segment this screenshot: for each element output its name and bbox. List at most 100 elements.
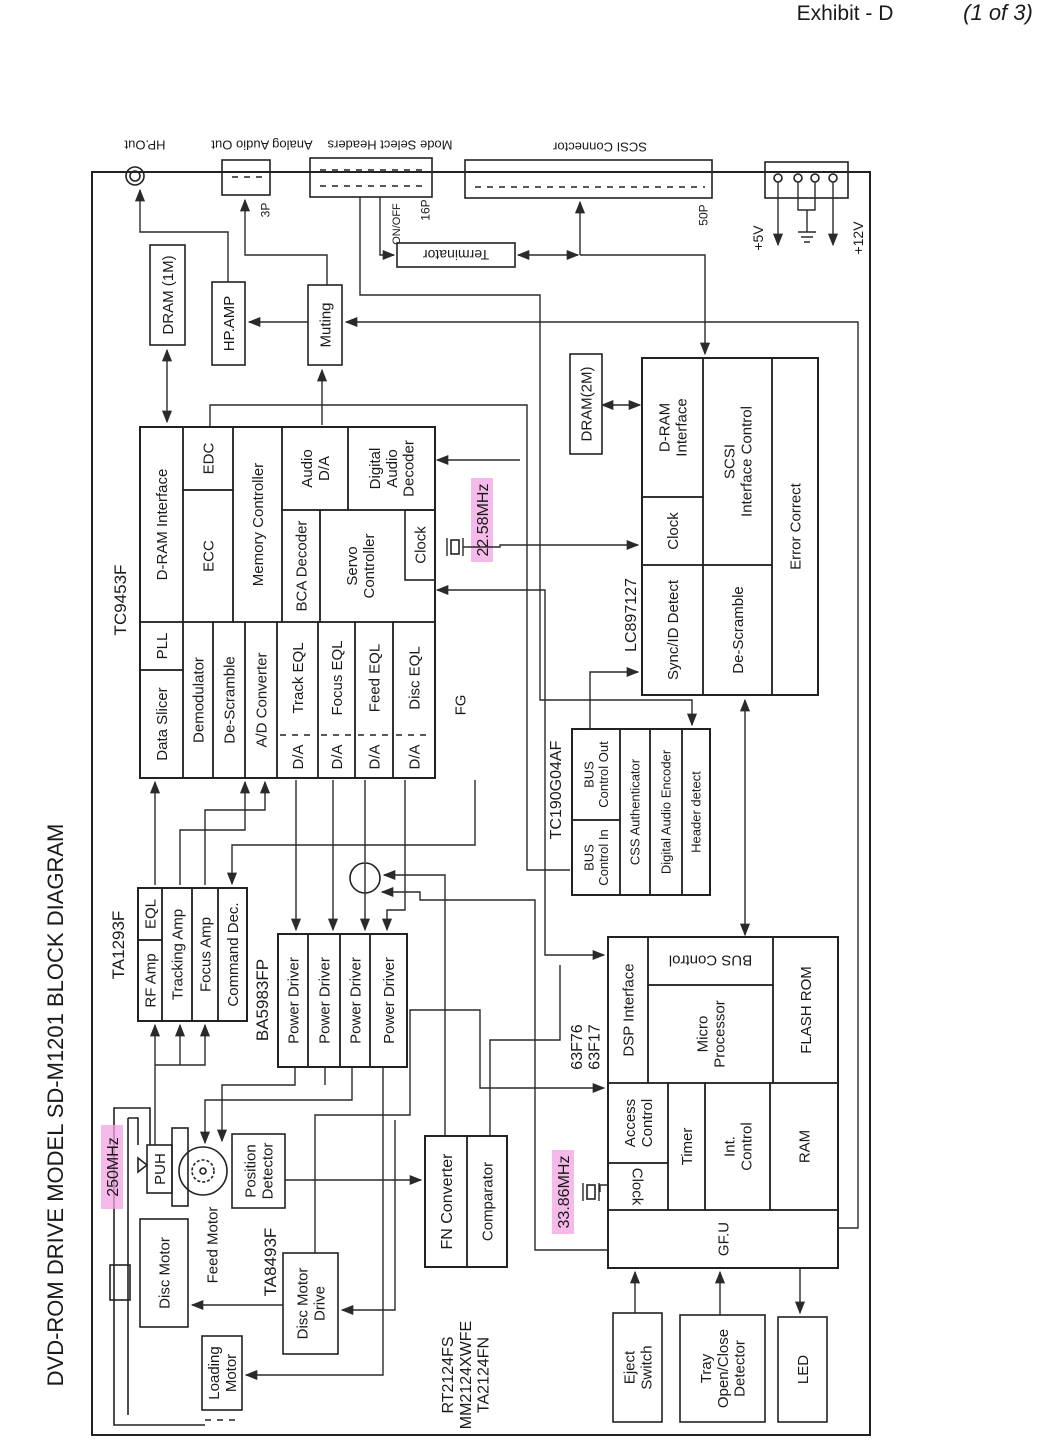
power-driver-1-label-line: Power Driver (285, 957, 302, 1044)
position-detector (231, 1133, 286, 1209)
laser-icon (137, 1156, 149, 1174)
pickup-freq-label: 250MHz (105, 1137, 122, 1197)
power-pin-icon (773, 173, 783, 183)
lc897127-clock-label: Clock (665, 512, 682, 550)
pins-3p-label: 3P (258, 203, 272, 218)
tc9453f-demodulator-label-line: Demodulator (190, 657, 207, 743)
muting (307, 284, 343, 366)
tc9453f-da-label: D/A (290, 744, 307, 769)
tc9453f-disc-eql (392, 621, 436, 779)
disc-motor-drive-label-line: Drive (311, 1286, 328, 1321)
tc190-bus-control-out-label: BUSControl Out (581, 741, 611, 808)
pins-50p-label-line: 50P (696, 204, 710, 225)
mcu-micro-processor-label-line: Micro (695, 1016, 712, 1053)
ta1293f-command-dec-label: Command Dec. (225, 902, 242, 1006)
lc897127-scsi-interface-control-label-line: Interface Control (738, 406, 755, 517)
hp-out-label-line: HP.Out (124, 137, 165, 152)
mcu-micro-processor-label-line: Processor (711, 1000, 728, 1068)
mcu-int-control-label-line: Int. (722, 1136, 739, 1157)
signal-wire (344, 316, 859, 1229)
mcu-flash-rom-label: FLASH ROM (798, 966, 815, 1054)
crystal-22mhz-label: 22.58MHz (475, 484, 492, 557)
ground-icon (798, 231, 816, 243)
fn-part-numbers-line: RT2124FS (440, 1336, 457, 1413)
ta1293f-tracking-amp-label-line: Tracking Amp (169, 909, 186, 1000)
signal-wire (340, 1120, 396, 1316)
loading-motor (201, 1335, 243, 1411)
power-connector (764, 161, 849, 199)
tc9453f-feed-eql-label-line: Feed EQL (366, 644, 383, 712)
mode-select-headers-label-line: Mode Select Headers (327, 137, 453, 152)
lc897127-sync-id-detect-label-line: Sync/ID Detect (665, 579, 682, 680)
tc9453f-da-label-line: D/A (290, 744, 307, 769)
fn-part-numbers: RT2124FSMM2124XWFETA2124FN (440, 1321, 493, 1429)
tc190-css-authenticator-label: CSS Authenticator (628, 758, 643, 865)
signal-wire (314, 1009, 606, 1253)
muting-label: Muting (317, 302, 334, 347)
mcu-ram-label-line: RAM (796, 1130, 813, 1163)
lc897127-label-line: LC897127 (623, 578, 640, 652)
tc9453f-audio-da-label-line: Audio (299, 449, 316, 487)
ta1293f-rf-amp-label: RF Amp (142, 953, 159, 1007)
disc-motor-drive-label: Disc MotorDrive (295, 1268, 329, 1340)
eject-switch (612, 1312, 663, 1423)
tc9453f-servo-controller-label: ServoController (344, 533, 378, 598)
mcu-access-control-label: AccessControl (622, 1099, 656, 1147)
mcu-bus-control-label: BUS Control (669, 952, 752, 969)
lc897127-error-correct (771, 357, 819, 696)
tc9453f-da-label-line: D/A (406, 744, 423, 769)
led-label: LED (795, 1355, 812, 1384)
eject-switch-label-line: Switch (638, 1345, 655, 1389)
crystal-22mhz-label-highlight (471, 478, 493, 562)
tc9453f-memory-controller-label: Memory Controller (250, 463, 267, 586)
tc9453f-label: TC9453F (111, 565, 130, 636)
tc9453f-servo-controller-label-line: Servo (344, 546, 361, 585)
comparator-label: Comparator (479, 1162, 496, 1241)
pins-50p-label: 50P (696, 204, 710, 225)
lc897127-error-correct-label-line: Error Correct (787, 482, 804, 570)
tc9453f-edc-label-line: EDC (200, 442, 217, 474)
dram-2m-label-line: DRAM(2M) (578, 367, 595, 442)
scsi-connector (464, 159, 713, 199)
mcu-timer-label: Timer (679, 1128, 696, 1166)
power-pin-icon (793, 173, 803, 183)
tc9453f-da-label: D/A (329, 744, 346, 769)
mcu-bus-control-label-line: BUS Control (669, 952, 752, 969)
exhibit-label: Exhibit - D (797, 2, 894, 25)
tc9453f-pll-label: PLL (154, 633, 171, 660)
power-driver-2-label-line: Power Driver (316, 957, 333, 1044)
tray-detector (679, 1314, 766, 1423)
page-note: (1 of 3) (963, 0, 1033, 25)
tc190-digital-audio-encoder-label-line: Digital Audio Encoder (659, 749, 674, 874)
mcu-access-control-label-line: Access (622, 1099, 639, 1147)
lc897127-scsi-interface-control-label: SCSIInterface Control (722, 406, 756, 517)
disc-motor-drive-label-line: Disc Motor (295, 1268, 312, 1340)
dram-1m-label-line: DRAM (1M) (160, 255, 177, 334)
tc9453f-disc-eql-label-line: Disc EQL (406, 646, 423, 709)
mcu-part-numbers: 63F7663F17 (569, 1024, 604, 1069)
terminator (396, 242, 516, 268)
mcu-int-control-label: Int.Control (722, 1122, 756, 1170)
tc9453f-ecc-label: ECC (200, 540, 217, 572)
power-pin-icon (828, 173, 838, 183)
tray-detector-label-line: Tray (698, 1353, 715, 1383)
hp-out-label: HP.Out (124, 137, 165, 152)
crystal-33mhz-label-line: 33.86MHz (556, 1156, 573, 1229)
ta8493f-label-line: TA8493F (261, 1228, 280, 1297)
tc9453f-audio-da-label-line: D/A (316, 456, 333, 481)
disc-motor-label-line: Disc Motor (156, 1237, 173, 1309)
loading-motor-label-line: Loading (206, 1346, 223, 1399)
ta1293f-focus-amp-label-line: Focus Amp (197, 917, 214, 992)
signal-wire (580, 254, 711, 356)
terminator-label: Terminator (423, 247, 489, 263)
signal-wire (380, 886, 608, 1251)
disc-motor-label: Disc Motor (156, 1237, 173, 1309)
eject-switch-label: EjectSwitch (622, 1345, 656, 1389)
power-pin-icon (810, 173, 820, 183)
mcu-gpio-label: GF.U (715, 1222, 732, 1256)
pickup-freq-label-highlight (101, 1125, 123, 1209)
mcu-dsp-interface-label-line: DSP Interface (620, 963, 637, 1056)
fg-label: FG (452, 695, 469, 716)
plus12v-label-line: +12V (850, 221, 866, 255)
tc9453f-memory-controller-label-line: Memory Controller (250, 463, 267, 586)
